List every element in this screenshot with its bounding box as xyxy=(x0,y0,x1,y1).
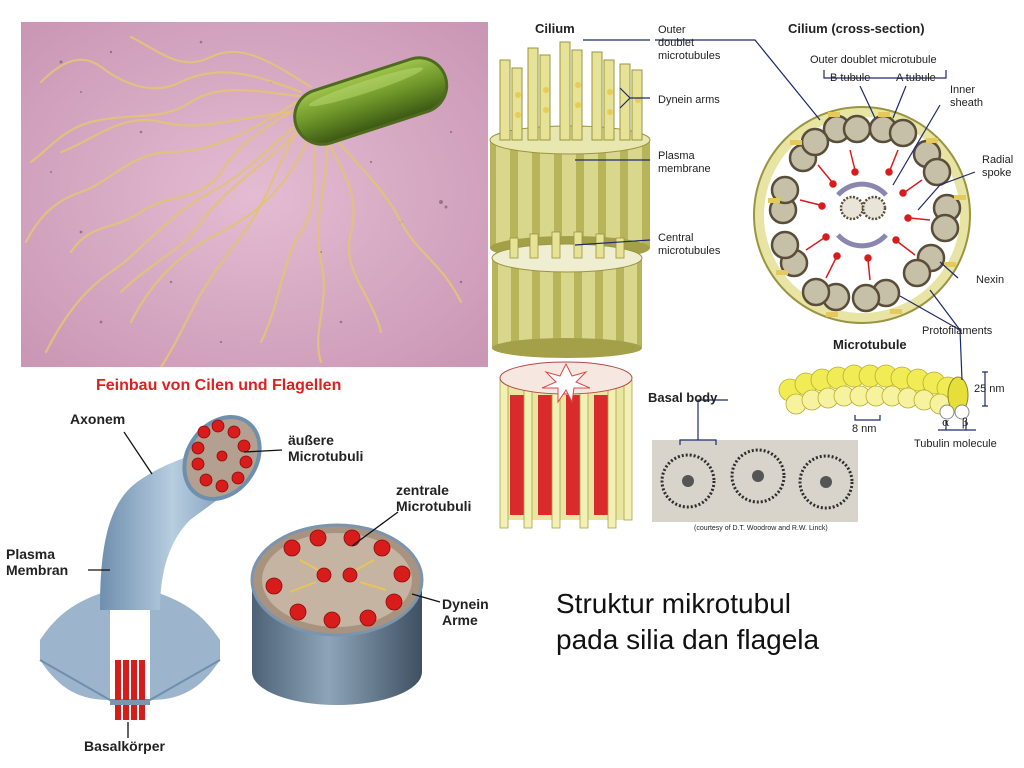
protofilaments-label: Protofilaments xyxy=(922,325,993,337)
radial-spoke-label: Radial spoke xyxy=(982,154,1014,179)
a-tubule-label: A tubule xyxy=(896,72,936,84)
caption-line-2: pada silia dan flagela xyxy=(556,624,820,655)
tubulin-molecule-label: Tubulin molecule xyxy=(914,438,997,450)
leader-lines xyxy=(574,39,988,445)
outer-doublets xyxy=(768,112,966,317)
axonem-label: Axonem xyxy=(70,411,126,427)
dim-8nm-label: 8 nm xyxy=(852,423,877,435)
courtesy-label: (courtesy of D.T. Woodrow and R.W. Linck… xyxy=(694,525,828,532)
radial-spokes xyxy=(799,149,931,281)
inner-sheath-label: Inner sheath xyxy=(950,84,984,109)
zentrale-microtubuli-label: zentrale Microtubuli xyxy=(396,482,472,514)
cross-section-diagram xyxy=(753,106,971,324)
nexin-label: Nexin xyxy=(976,274,1005,286)
cilium-lower-segment xyxy=(491,231,643,358)
dim-25nm-label: 25 nm xyxy=(974,383,1005,395)
electron-micrograph xyxy=(652,440,858,536)
caption-line-1: Struktur mikrotubul xyxy=(556,588,791,619)
outer-doublet-microtubule-label: Outer doublet microtubule xyxy=(810,54,937,66)
plasma-membran-label: Plasma Membran xyxy=(6,546,69,578)
beta-label: β xyxy=(962,416,969,429)
central-microtubules-label: Central microtubules xyxy=(658,232,721,257)
bacterium-illustration xyxy=(21,22,488,367)
cilium-title: Cilium xyxy=(535,21,575,36)
alpha-label: α xyxy=(942,416,950,429)
aeussere-microtubuli-label: äußere Microtubuli xyxy=(288,432,364,464)
basalkoerper-label: Basalkörper xyxy=(84,738,165,754)
dynein-arme-label: Dynein Arme xyxy=(442,596,489,628)
outer-doublet-label: Outer doublet microtubules xyxy=(658,24,721,62)
b-tubule-label: B tubule xyxy=(830,72,871,84)
basal-body-illustration xyxy=(499,361,633,529)
slide-caption: Struktur mikrotubul pada silia dan flage… xyxy=(556,586,819,658)
dynein-arms-label: Dynein arms xyxy=(658,94,720,106)
plasma-membrane-label: Plasma membrane xyxy=(658,150,711,175)
central-pair xyxy=(836,181,888,249)
cross-section-title: Cilium (cross-section) xyxy=(788,21,925,36)
german-diagram-title: Feinbau von Cilen und Flagellen xyxy=(96,377,342,394)
bacterium-photo xyxy=(21,22,488,367)
microtubule-label: Microtubule xyxy=(833,337,907,352)
basal-body-label: Basal body xyxy=(648,390,718,405)
microtubule-spiral xyxy=(778,364,970,420)
